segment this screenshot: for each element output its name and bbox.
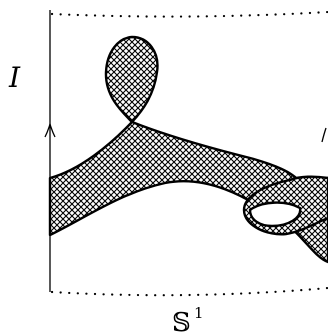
top-boundary-dotted xyxy=(50,10,328,18)
left-up-arrow-icon xyxy=(44,121,56,138)
interval-label: I xyxy=(8,61,21,94)
teardrop-loop-region xyxy=(104,35,159,124)
circle-label: 𝕊 xyxy=(172,308,191,333)
circle-label-exponent: 1 xyxy=(194,304,204,322)
bottom-boundary-dotted xyxy=(50,286,328,297)
right-up-arrow-icon xyxy=(321,127,327,143)
right-lobe-hole xyxy=(248,201,302,228)
